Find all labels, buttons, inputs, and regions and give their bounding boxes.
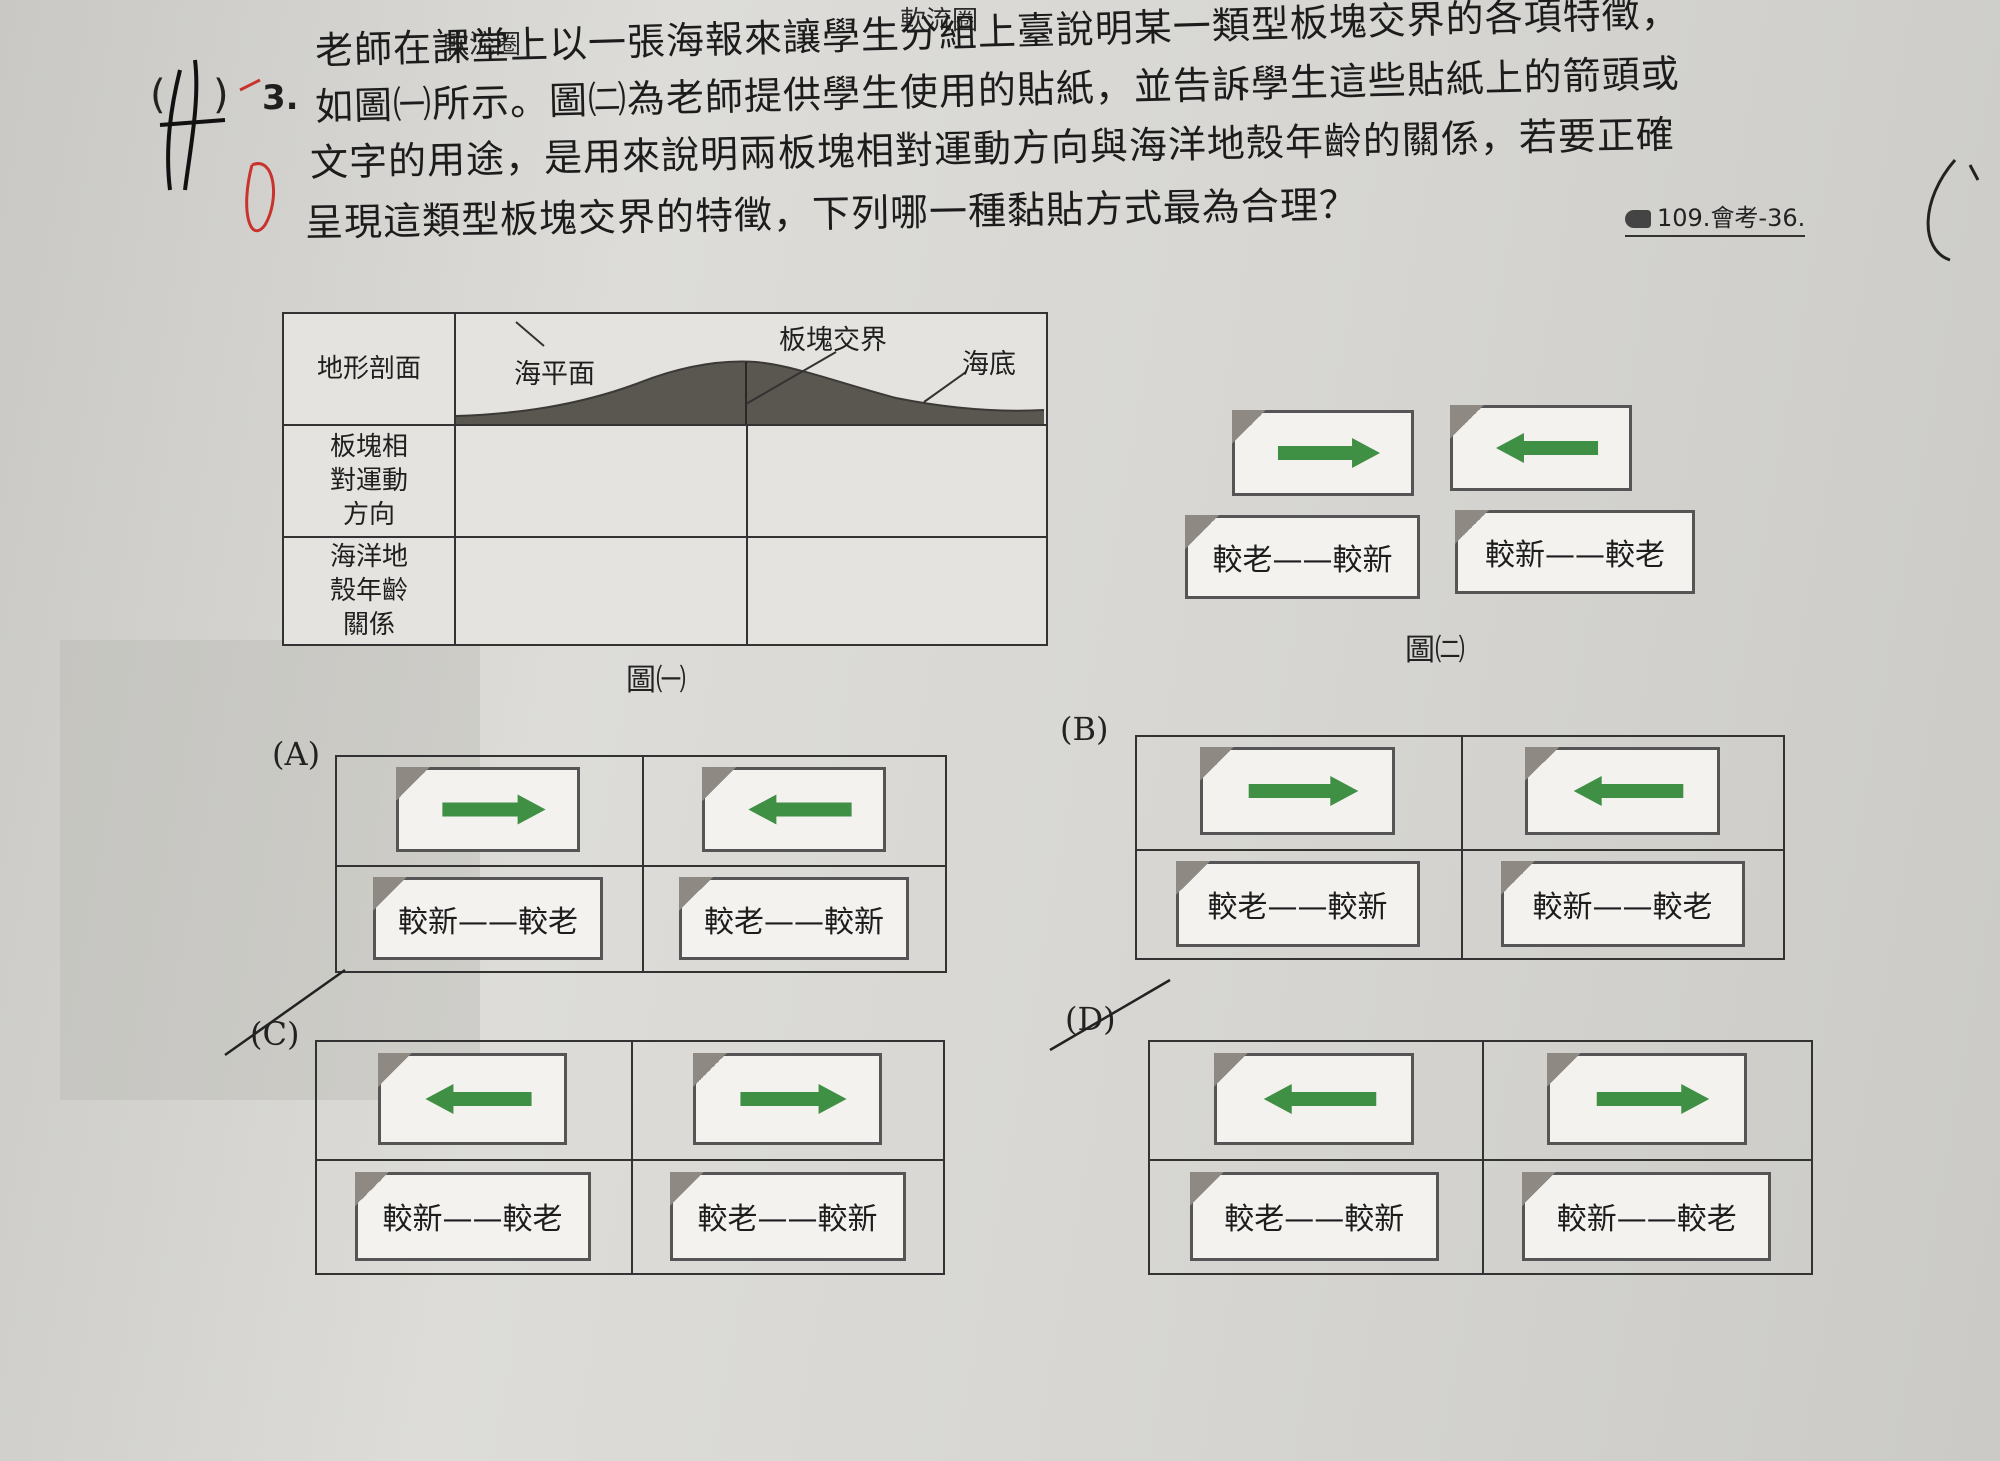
sticker-text: 較新——較老	[1532, 889, 1713, 925]
option-arrow-sticker	[1214, 1052, 1415, 1145]
option-arrow-sticker	[1525, 747, 1720, 836]
option-label[interactable]: (B)	[1060, 710, 1109, 748]
sticker-text: 較新——較老	[1556, 1202, 1737, 1238]
option-text-sticker: 較老——較新	[679, 877, 909, 960]
sticker-fold-corner	[702, 767, 736, 801]
option-arrow-sticker	[1546, 1052, 1747, 1145]
option-text-sticker: 較老——較新	[1189, 1171, 1439, 1261]
sticker-text: 較老——較新	[1212, 543, 1393, 578]
grid-divider	[1481, 1042, 1484, 1273]
handwritten-answer-mark	[159, 59, 276, 233]
sticker-fold-corner	[679, 877, 713, 911]
sticker-text: 較老——較新	[1207, 889, 1388, 925]
sticker-fold-corner	[1525, 747, 1559, 782]
figure1-table: 地形剖面 板塊相對運動方向 海洋地殼年齡關係 海平面 板塊交界 海底	[282, 312, 1048, 646]
sticker-fold-corner	[396, 767, 430, 801]
annotation-boundary: 板塊交界	[779, 325, 887, 356]
source-tag: 109.會考-36.	[1625, 198, 1806, 237]
sticker-fold-corner	[1522, 1171, 1557, 1206]
sticker-fold-corner	[1214, 1052, 1249, 1087]
sticker-text: 較新——較老	[382, 1202, 563, 1238]
option-text-sticker: 較新——較老	[1522, 1171, 1772, 1261]
option-grid[interactable]	[1148, 1040, 1813, 1275]
sticker-text: 較老——較新	[697, 1202, 878, 1238]
top-label-right: 軟流圈	[900, 6, 979, 36]
question-number: 3.	[262, 78, 299, 118]
arrow-left-icon	[1573, 776, 1684, 807]
sticker-fold-corner	[378, 1052, 412, 1087]
sticker-arrow-left	[1450, 405, 1632, 491]
arrow-right-icon	[442, 794, 546, 825]
arrow-right-icon	[740, 1083, 847, 1114]
arrow-right-icon	[1248, 776, 1359, 807]
arrow-left-icon	[748, 794, 852, 825]
terrain-profile	[456, 321, 1044, 424]
sticker-new-old: 較新——較老	[1455, 510, 1695, 594]
option-arrow-sticker	[378, 1052, 567, 1145]
option-grid[interactable]	[1135, 735, 1785, 960]
grid-divider	[1461, 737, 1463, 958]
annotation-sea-level: 海平面	[514, 359, 595, 390]
sticker-fold-corner	[373, 877, 407, 911]
sticker-text: 較新——較老	[1485, 538, 1665, 573]
arrow-right-icon	[1277, 438, 1381, 468]
sticker-text: 較老——較新	[704, 904, 884, 940]
sticker-fold-corner	[1546, 1052, 1581, 1087]
sticker-arrow-right	[1232, 410, 1414, 496]
option-arrow-sticker	[693, 1052, 882, 1145]
sticker-fold-corner	[1200, 747, 1234, 782]
sticker-old-new: 較老——較新	[1185, 515, 1420, 599]
grid-divider	[642, 757, 644, 971]
option-label[interactable]: (D)	[1065, 1000, 1116, 1038]
arrow-left-icon	[1495, 433, 1599, 463]
option-grid[interactable]	[315, 1040, 945, 1275]
option-text-sticker: 較新——較老	[354, 1171, 591, 1261]
top-label-left: 軟流圈	[443, 30, 522, 60]
arrow-left-icon	[425, 1083, 532, 1114]
grid-divider	[1150, 1158, 1811, 1161]
sticker-text: 較老——較新	[1224, 1202, 1405, 1238]
row-label-age: 海洋地殼年齡關係	[329, 542, 408, 640]
grid-divider	[317, 1158, 943, 1161]
option-grid[interactable]	[335, 755, 947, 973]
sticker-fold-corner	[669, 1171, 704, 1206]
sticker-fold-corner	[1450, 405, 1484, 439]
option-text-sticker: 較老——較新	[669, 1171, 906, 1261]
option-label[interactable]: (C)	[250, 1015, 300, 1053]
answer-paren-close: )	[213, 72, 229, 118]
option-text-sticker: 較新——較老	[373, 877, 603, 960]
figure1-caption: 圖㈠	[626, 663, 686, 698]
sticker-fold-corner	[1185, 515, 1219, 549]
arrow-left-icon	[1263, 1083, 1377, 1114]
source-icon	[1625, 210, 1651, 228]
grid-divider	[631, 1042, 633, 1273]
sticker-text: 較新——較老	[398, 904, 578, 940]
option-label[interactable]: (A)	[272, 735, 321, 773]
sticker-fold-corner	[1232, 410, 1266, 444]
annotation-seafloor: 海底	[962, 349, 1016, 380]
sticker-fold-corner	[1175, 860, 1210, 895]
sticker-fold-corner	[693, 1052, 727, 1087]
figure2-caption: 圖㈡	[1405, 633, 1465, 668]
sticker-fold-corner	[1500, 860, 1535, 895]
option-arrow-sticker	[396, 767, 580, 852]
option-arrow-sticker	[1200, 747, 1395, 836]
option-arrow-sticker	[702, 767, 886, 852]
row-label-motion: 板塊相對運動方向	[329, 432, 408, 530]
grid-divider	[337, 865, 945, 867]
sticker-fold-corner	[354, 1171, 389, 1206]
grid-divider	[1137, 848, 1783, 851]
sticker-fold-corner	[1455, 510, 1489, 544]
answer-paren-open: (	[150, 72, 166, 118]
sticker-fold-corner	[1189, 1171, 1224, 1206]
row-label-terrain: 地形剖面	[316, 354, 421, 384]
source-text: 109.會考-36.	[1657, 204, 1806, 232]
option-text-sticker: 較新——較老	[1500, 860, 1745, 947]
arrow-right-icon	[1596, 1083, 1710, 1114]
option-text-sticker: 較老——較新	[1175, 860, 1420, 947]
handwritten-margin-mark	[1926, 159, 1980, 262]
